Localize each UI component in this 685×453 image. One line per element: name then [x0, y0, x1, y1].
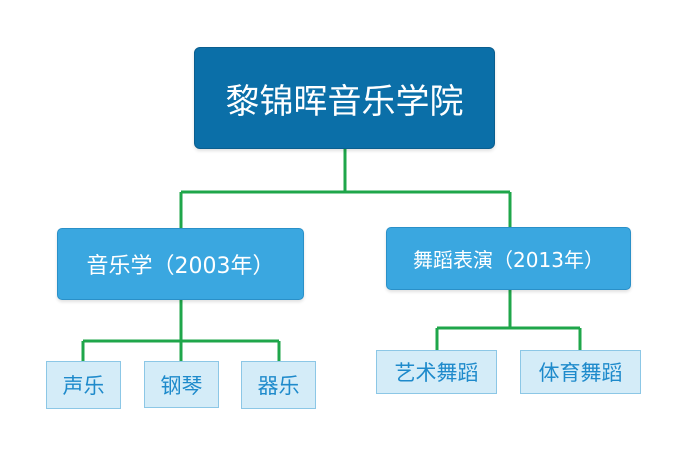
root-label: 黎锦晖音乐学院: [225, 81, 464, 122]
leaf-node-sport-dance: 体育舞蹈: [520, 350, 641, 394]
leaf-label-vocal: 声乐: [62, 374, 105, 398]
leaf-node-piano: 钢琴: [144, 361, 219, 408]
leaf-label-art-dance: 艺术舞蹈: [394, 361, 479, 385]
branch-node-music: 音乐学（2003年）: [57, 228, 304, 300]
leaf-label-piano: 钢琴: [160, 373, 203, 398]
leaf-node-instrumental: 器乐: [241, 361, 316, 409]
leaf-label-sport-dance: 体育舞蹈: [538, 361, 623, 385]
leaf-node-vocal: 声乐: [46, 361, 121, 409]
branch-label-music: 音乐学（2003年）: [86, 254, 275, 279]
leaf-node-art-dance: 艺术舞蹈: [376, 350, 497, 394]
leaf-label-instrumental: 器乐: [257, 374, 300, 398]
branch-node-dance: 舞蹈表演（2013年）: [386, 227, 631, 290]
root-node: 黎锦晖音乐学院: [194, 47, 495, 149]
branch-label-dance: 舞蹈表演（2013年）: [413, 248, 604, 272]
